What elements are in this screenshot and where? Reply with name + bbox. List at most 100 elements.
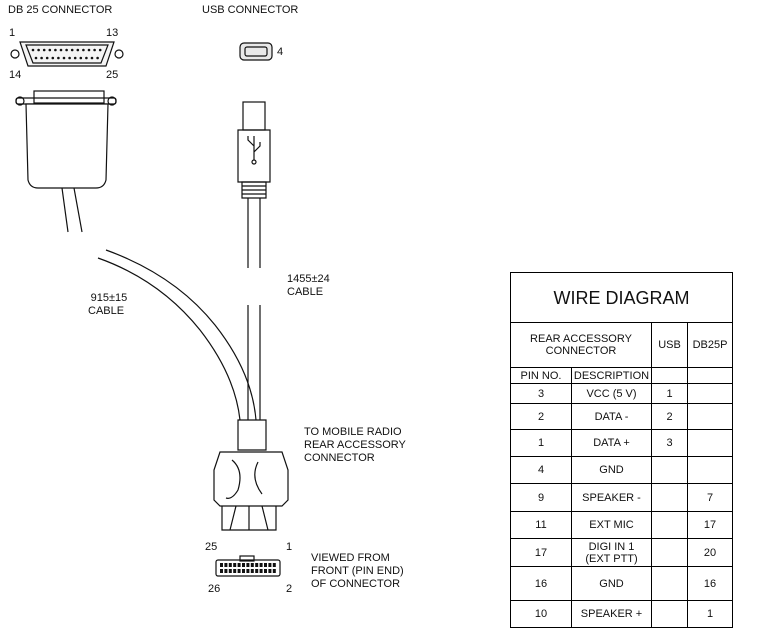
db25-pin-dot [73, 56, 77, 60]
cell-db25 [686, 429, 734, 457]
header-rear-line1: REAR ACCESSORY [530, 333, 632, 345]
front-pin [246, 563, 250, 567]
front-pin [259, 563, 263, 567]
db25-pin-dot [57, 56, 60, 60]
cell-db25: 16 [686, 566, 734, 601]
cell-usb [651, 538, 688, 567]
cell-description: EXT MIC [571, 511, 652, 539]
cell-db25: 7 [686, 483, 734, 512]
db25-pin-dot [62, 56, 66, 60]
front-pin [242, 569, 245, 573]
front-pin [272, 569, 276, 573]
front-pin [224, 569, 228, 573]
cell-usb [651, 600, 688, 628]
db25-pin-dot [85, 56, 88, 60]
viewed-label-line2: FRONT (PIN END) [311, 565, 404, 577]
usb-cable-lower [247, 305, 261, 420]
db25-pin-dot [82, 48, 85, 52]
subheader-description: DESCRIPTION [571, 367, 652, 384]
header-rear-line2: CONNECTOR [545, 345, 617, 357]
wire-diagram-title: WIRE DIAGRAM [509, 272, 734, 323]
usb-callout-label: 4 [277, 46, 284, 58]
front-pin [220, 569, 223, 573]
db25-pin-dot [90, 56, 94, 60]
front-pin [255, 569, 259, 573]
front-pin [237, 569, 241, 573]
db25-front-view [10, 41, 124, 67]
front-pin [259, 569, 263, 573]
front-pin [250, 569, 254, 573]
front-pin [268, 569, 272, 573]
cell-pin: 2 [510, 403, 572, 430]
db25-hood [15, 90, 117, 233]
cell-description: DIGI IN 1(EXT PTT) [571, 538, 652, 567]
cell-usb [651, 566, 688, 601]
db25-pin-dot [40, 56, 43, 60]
front-pin [228, 569, 232, 573]
cell-description: DATA + [571, 429, 652, 457]
db25-pin-dot [93, 48, 96, 52]
cell-usb [651, 483, 688, 512]
db25-pin-14-label: 14 [9, 69, 22, 81]
db25-pin-dot [76, 48, 80, 52]
subheader-usb-blank [651, 367, 688, 384]
cell-pin: 11 [510, 511, 572, 539]
radio-connector-front [215, 555, 281, 577]
cell-description-line1: DIGI IN 1 [588, 540, 635, 553]
left-cable-word: CABLE [88, 305, 125, 317]
front-pin [233, 569, 237, 573]
db25-pin-dot [42, 48, 46, 52]
right-cable-length: 1455±24 [287, 273, 330, 285]
front-pin [233, 563, 237, 567]
front-pin [237, 563, 241, 567]
header-rear-accessory: REAR ACCESSORY CONNECTOR [510, 322, 652, 368]
right-cable-word: CABLE [287, 286, 324, 298]
cell-description-line2: (EXT PTT) [585, 552, 638, 565]
front-pin [246, 569, 250, 573]
subheader-db25-blank [686, 367, 734, 384]
cell-pin: 4 [510, 456, 572, 484]
cell-pin: 16 [510, 566, 572, 601]
db25-pin-dot [31, 48, 35, 52]
cell-usb: 1 [651, 383, 688, 404]
db25-pin-dot [79, 56, 83, 60]
subheader-pin: PIN NO. [510, 367, 572, 384]
cell-pin: 17 [510, 538, 572, 567]
db25-pin-1-label: 1 [9, 27, 16, 39]
front-pin [255, 563, 259, 567]
db25-pin-dot [96, 56, 99, 60]
viewed-label-line1: VIEWED FROM [311, 552, 390, 564]
cell-usb: 2 [651, 403, 688, 430]
cell-description: SPEAKER - [571, 483, 652, 512]
header-usb: USB [651, 322, 688, 368]
front-pin [224, 563, 228, 567]
cell-pin: 10 [510, 600, 572, 628]
front-pin [264, 569, 267, 573]
db25-pin-dot [34, 56, 38, 60]
cell-description: SPEAKER + [571, 600, 652, 628]
db25-pin-dot [70, 48, 74, 52]
front-pin [250, 563, 254, 567]
db25-pin-dot [59, 48, 63, 52]
radio-label-line2: REAR ACCESSORY [304, 439, 406, 451]
front-pin [242, 563, 245, 567]
db25-connector-title: DB 25 CONNECTOR [8, 4, 113, 16]
db25-pin-dot [54, 48, 57, 52]
db25-pin-dot [87, 48, 91, 52]
db25-pin-dot [37, 48, 40, 52]
db25-pin-dot [45, 56, 49, 60]
radio-label-line1: TO MOBILE RADIO [304, 426, 402, 438]
front-pin-1-label: 1 [286, 541, 293, 553]
wire-diagram-table: WIRE DIAGRAM REAR ACCESSORY CONNECTOR US… [509, 272, 734, 628]
cell-pin: 3 [510, 383, 572, 404]
db25-pin-25-label: 25 [106, 69, 119, 81]
usb-connector-title: USB CONNECTOR [202, 4, 299, 16]
front-pin [220, 563, 223, 567]
cell-description: DATA - [571, 403, 652, 430]
